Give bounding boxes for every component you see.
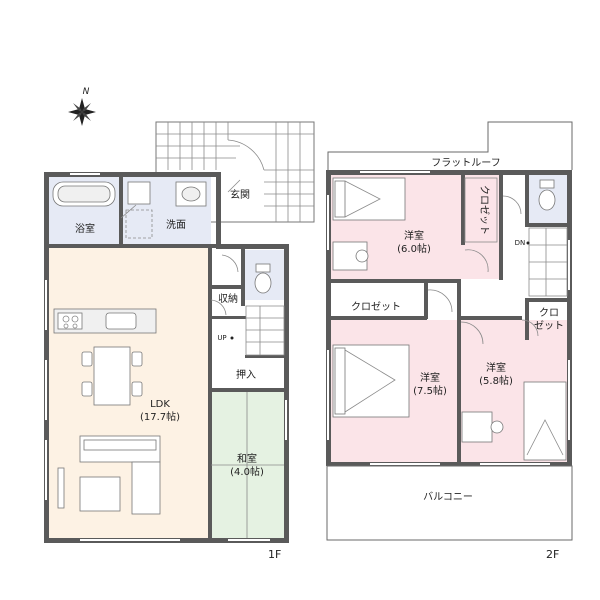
windows-2f — [327, 171, 570, 465]
walls-2f — [326, 170, 572, 466]
closet-vertical — [464, 177, 498, 243]
up-dot — [230, 336, 234, 340]
sofa — [57, 435, 161, 515]
genkan-label: 玄関 — [230, 188, 250, 201]
closet-small-label-1: クロ — [539, 307, 559, 319]
balcony — [326, 465, 573, 541]
doors-2f — [427, 195, 539, 345]
washitsu-size-label: (4.0帖) — [230, 465, 264, 478]
bed-room2 — [332, 344, 410, 418]
dining-table — [81, 346, 143, 406]
ldk-size-label: (17.7帖) — [140, 410, 180, 423]
windows-1f — [45, 173, 287, 541]
doors-1f — [120, 179, 241, 316]
stairs-1f — [245, 305, 285, 356]
up-label: UP — [217, 334, 226, 342]
compass-rose-icon — [68, 98, 96, 126]
flat-roof-label: フラットルーフ — [431, 157, 500, 169]
oshiire-label: 押入 — [236, 368, 256, 381]
compass-north-label: N — [83, 87, 90, 97]
toilet-1f-fixture — [255, 263, 271, 273]
room3-name-label: 洋室 — [486, 361, 506, 374]
desk-room3 — [461, 411, 493, 443]
stairs-2f — [528, 227, 568, 297]
room3-size-label: (5.8帖) — [479, 374, 513, 387]
room1-name-label: 洋室 — [404, 229, 424, 242]
closet-label: クロゼット — [351, 301, 401, 313]
washing-machine — [127, 181, 151, 205]
room1-size-label: (6.0帖) — [397, 242, 431, 255]
closet-vertical-label: クロゼット — [478, 185, 490, 235]
washitsu-name-label: 和室 — [237, 452, 257, 465]
washitsu-room — [211, 390, 284, 538]
kitchen-counter — [53, 308, 157, 334]
dn-dot — [526, 241, 530, 245]
room2-size-label: (7.5帖) — [413, 384, 447, 397]
bed-room1 — [332, 177, 406, 221]
floor-2f-label: 2F — [546, 548, 559, 561]
ldk-name-label: LDK — [150, 399, 170, 410]
flat-roof — [327, 121, 573, 170]
bed-room3 — [523, 381, 567, 461]
floor-1f-label: 1F — [268, 548, 281, 561]
bath-label: 浴室 — [75, 222, 95, 235]
wash-label: 洗面 — [166, 219, 186, 231]
balcony-label: バルコニー — [423, 491, 473, 503]
washitsu-tatami — [211, 392, 284, 538]
toilet-2f-fixture — [539, 179, 555, 189]
storage-label: 収納 — [218, 292, 238, 305]
dn-label: DN — [515, 239, 526, 247]
room2-name-label: 洋室 — [420, 371, 440, 384]
closet-small-label-2: ゼット — [534, 320, 564, 332]
